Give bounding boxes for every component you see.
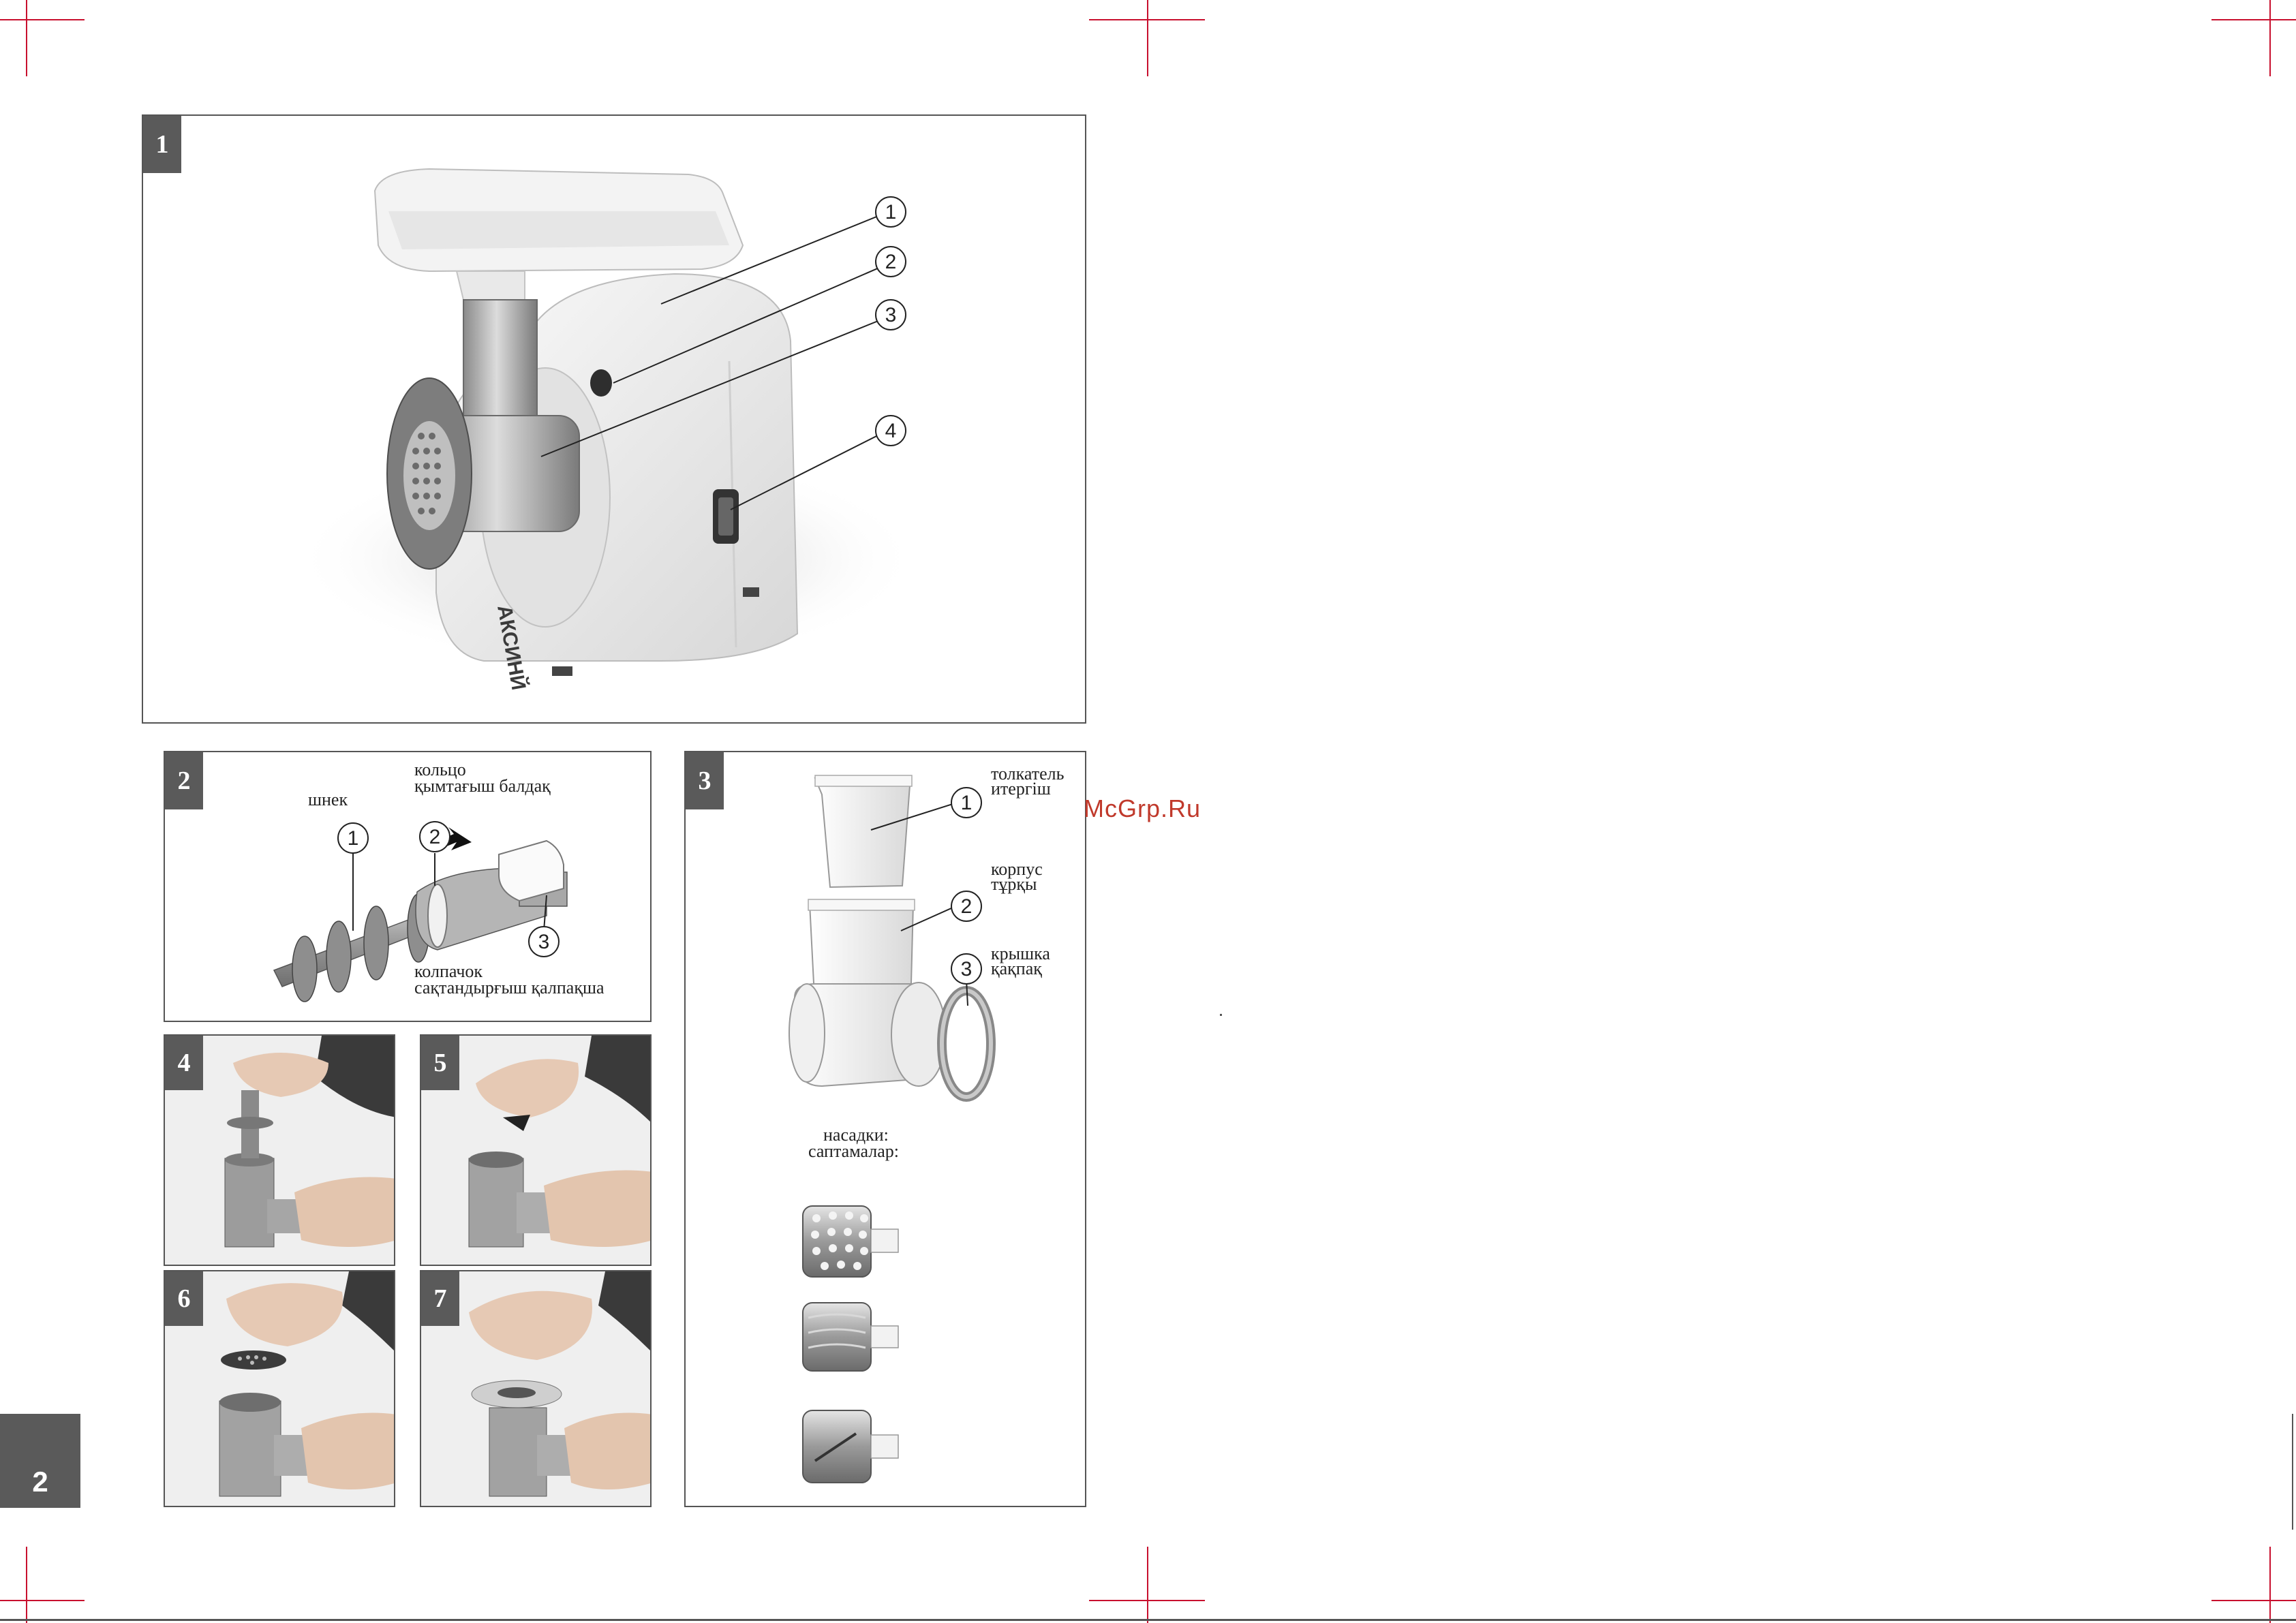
dot: [1220, 1014, 1222, 1016]
right-edge-line: [2292, 1414, 2293, 1530]
step-4-number: 4: [165, 1036, 203, 1090]
step-6-number: 6: [165, 1271, 203, 1326]
callout-2: 2: [420, 822, 450, 852]
step-5-photo: 5: [420, 1034, 652, 1266]
svg-text:3: 3: [885, 304, 897, 326]
callout-3: 3: [876, 300, 906, 330]
svg-text:4: 4: [885, 420, 897, 442]
callout-2: 2: [876, 247, 906, 277]
step-7-number: 7: [421, 1271, 459, 1326]
page-number: 2: [0, 1414, 80, 1508]
svg-text:2: 2: [961, 895, 973, 918]
step-4-photo: 4: [164, 1034, 395, 1266]
step-5-number: 5: [421, 1036, 459, 1090]
shredder-illustration: 1 2 3: [686, 752, 1088, 1509]
callout-4: 4: [876, 416, 906, 446]
sealing-ring: [428, 884, 447, 947]
figure-1-panel: 1: [142, 114, 1086, 724]
svg-text:2: 2: [429, 826, 441, 848]
protective-cap: [499, 841, 564, 901]
callout-1: 1: [338, 823, 368, 853]
svg-text:2: 2: [885, 251, 897, 273]
release-button: [590, 369, 612, 397]
nozzle-slicer: [803, 1410, 898, 1483]
callout-3: 3: [529, 927, 559, 957]
step-6-photo: 6: [164, 1270, 395, 1507]
watermark: McGrp.Ru: [1084, 794, 1201, 823]
nozzle-fine-grater: [803, 1303, 898, 1371]
callout-1: 1: [951, 788, 981, 818]
nozzle-coarse-grater: [803, 1206, 898, 1277]
meat-grinder-illustration: АКСИНЙ 1 2 3 4: [143, 116, 1088, 725]
figure-3-panel: 3 толкатель итергіш корпус тұрқы крышка …: [684, 751, 1086, 1507]
step-7-photo: 7: [420, 1270, 652, 1507]
svg-text:1: 1: [348, 827, 359, 850]
auger-illustration: 1 2 3: [165, 752, 653, 1023]
svg-text:1: 1: [885, 201, 897, 223]
callout-2: 2: [951, 891, 981, 921]
svg-text:3: 3: [538, 931, 550, 953]
svg-text:1: 1: [961, 792, 973, 814]
figure-2-panel: 2 кольцо қымтағыш балдақ шнек колпачок с…: [164, 751, 652, 1022]
pusher: [815, 777, 910, 887]
callout-1: 1: [876, 197, 906, 227]
bottom-rule: [0, 1619, 2296, 1621]
svg-text:3: 3: [961, 958, 973, 980]
callout-3: 3: [951, 954, 981, 984]
